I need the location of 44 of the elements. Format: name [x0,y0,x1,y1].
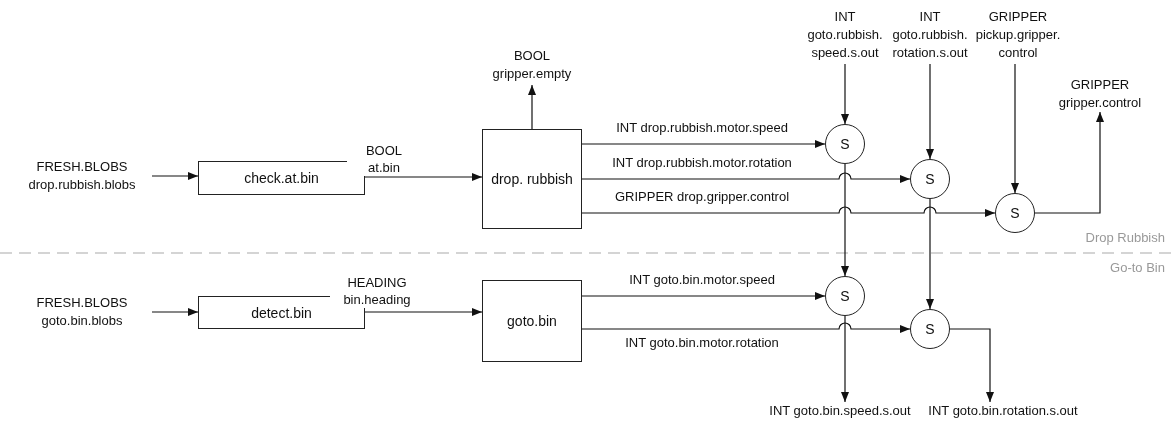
arrow [841,163,849,277]
junction-circle: S [910,159,950,199]
junction-circle: S [910,309,950,349]
signal-label: FRESH.BLOBS [35,294,129,312]
signal-label: gripper.empty [491,65,573,83]
junction-circle: S [825,124,865,164]
arrow [151,308,199,316]
arrow [151,172,199,180]
arrow [581,140,826,148]
signal-label: GRIPPER [1069,76,1131,94]
arrow [1034,111,1104,214]
arrow [581,172,911,183]
signal-label: GRIPPER [987,8,1049,26]
arrow [581,292,826,300]
signal-label: INT [918,8,942,26]
arrow [528,84,536,130]
junction-circle: S [825,276,865,316]
signal-label: gripper.control [1057,94,1143,112]
signal-label: BOOL [512,47,552,65]
arrow [364,308,483,316]
signal-label: pickup.gripper. control [974,26,1062,62]
signal-label: FRESH.BLOBS [35,158,129,176]
arrow [949,328,994,403]
arrow [841,315,849,403]
signal-label: goto.rubbish. speed.s.out [806,26,884,62]
junction-circle: S [995,193,1035,233]
signal-label: goto.rubbish. rotation.s.out [891,26,969,62]
signal-label: goto.bin.blobs [40,312,124,330]
arrow [926,198,934,310]
arrow [364,173,483,181]
signal-label: INT [833,8,857,26]
process-box: drop. rubbish [482,129,582,229]
signal-label: INT goto.bin.speed.s.out [768,402,912,420]
arrow [581,206,996,217]
signal-label: drop.rubbish.blobs [27,176,137,194]
arrow [841,63,849,125]
arrow [581,322,911,333]
section-label: Go-to Bin [1110,260,1165,275]
process-box: check.at.bin [198,161,365,195]
arrow [1011,63,1019,194]
signal-label: INT goto.bin.rotation.s.out [927,402,1079,420]
arrow [926,63,934,160]
process-box: goto.bin [482,280,582,362]
section-label: Drop Rubbish [1085,230,1165,245]
